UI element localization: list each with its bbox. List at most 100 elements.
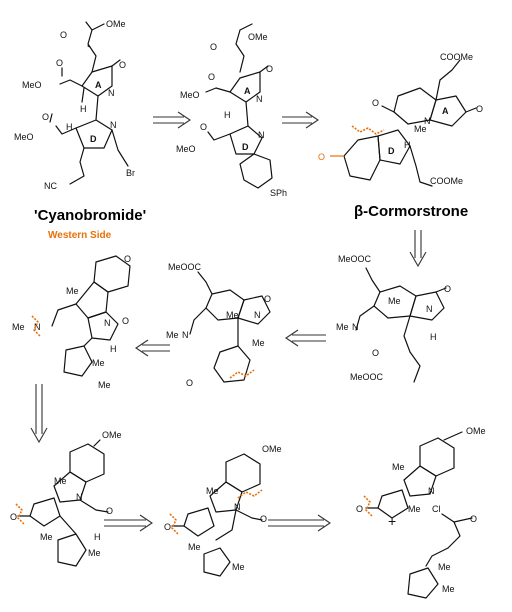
atom-coome: COOMe: [430, 176, 463, 186]
atom-me: Me: [166, 330, 179, 340]
atom-n: N: [182, 330, 189, 340]
atom-me: Me: [66, 286, 79, 296]
retro-arrow-3: [409, 230, 427, 268]
atom-o: O: [476, 104, 483, 114]
atom-h: H: [80, 104, 87, 114]
atom-o: O: [124, 254, 131, 264]
atom-n: N: [258, 130, 265, 140]
atom-h: H: [430, 332, 437, 342]
atom-me: Me: [54, 476, 67, 486]
atom-me: Me: [88, 548, 101, 558]
atom-me: Me: [252, 338, 265, 348]
atom-o: O: [119, 60, 126, 70]
atom-ome: OMe: [262, 444, 282, 454]
atom-o: O: [356, 504, 363, 514]
atom-o: O: [208, 72, 215, 82]
atom-me: Me: [206, 486, 219, 496]
atom-me: Me: [226, 310, 239, 320]
structure-row2-right: MeOOC O N Me Me N O MeOOC H: [336, 254, 451, 383]
atom-o: O: [372, 348, 379, 358]
ring-label-d: D: [388, 146, 395, 156]
atom-meooc: MeOOC: [350, 372, 384, 382]
atom-n: N: [424, 116, 431, 126]
atom-h: H: [66, 122, 73, 132]
retro-arrows: [30, 111, 427, 532]
label-western-side: Western Side: [48, 230, 112, 241]
retro-arrow-6: [30, 384, 48, 444]
atom-n: N: [256, 94, 263, 104]
atom-me: Me: [12, 322, 25, 332]
atom-ome: OMe: [248, 32, 268, 42]
atom-meooc: MeOOC: [338, 254, 372, 264]
atom-o: O: [264, 294, 271, 304]
atom-ome: OMe: [106, 19, 126, 29]
atom-o: O: [372, 98, 379, 108]
atom-me: Me: [408, 504, 421, 514]
atom-me: Me: [188, 542, 201, 552]
atom-o: O: [186, 378, 193, 388]
atom-me: Me: [392, 462, 405, 472]
atom-me: Me: [232, 562, 245, 572]
atom-coome: COOMe: [440, 52, 473, 62]
retro-arrow-2: [282, 111, 319, 129]
structure-cyanobromide: O OMe O A N MeO O H D H N O MeO NC Br: [14, 19, 135, 191]
ring-label-a: A: [244, 86, 251, 96]
atom-o-orange: O: [318, 152, 325, 162]
atom-me: Me: [438, 562, 451, 572]
structure-row3-acyl-chloride: Cl O Me Me: [407, 504, 477, 599]
retro-arrow-8: [268, 514, 331, 532]
atom-n: N: [234, 502, 241, 512]
retro-arrow-1: [153, 111, 191, 129]
atom-sph: SPh: [270, 188, 287, 198]
structure-row3-indolinone: OMe Me N Me O: [356, 426, 486, 519]
atom-o: O: [106, 506, 113, 516]
atom-o: O: [470, 514, 477, 524]
atom-o: O: [210, 42, 217, 52]
label-beta-cormorstrone: β-Cormorstrone: [354, 203, 468, 220]
atom-cl: Cl: [432, 504, 441, 514]
atom-n: N: [426, 304, 433, 314]
atom-n: N: [104, 318, 111, 328]
atom-meo: MeO: [14, 132, 34, 142]
atom-me: Me: [92, 358, 105, 368]
structure-row3-left: OMe Me N O O Me Me H: [10, 430, 122, 567]
structure-beta-cormorstrone: O A N COOMe O Me D H O COOMe β-Cormorstr…: [318, 52, 483, 220]
atom-n: N: [254, 310, 261, 320]
structure-row2-left: O Me N O Me N Me Me H: [12, 254, 131, 390]
atom-o: O: [10, 512, 17, 522]
structure-sph-intermediate: O OMe O A N MeO O H D N MeO O SPh: [176, 23, 287, 198]
atom-n: N: [34, 322, 41, 332]
atom-h: H: [404, 140, 411, 150]
retro-arrow-4: [285, 329, 326, 347]
ring-label-a: A: [442, 106, 449, 116]
atom-o: O: [200, 122, 207, 132]
atom-o: O: [56, 58, 63, 68]
atom-o: O: [266, 64, 273, 74]
atom-meo: MeO: [22, 80, 42, 90]
atom-h: H: [110, 344, 117, 354]
atom-h: H: [224, 110, 231, 120]
atom-meooc: MeOOC: [168, 262, 202, 272]
structure-row3-middle: OMe Me N O O Me Me: [164, 444, 282, 577]
atom-me: Me: [442, 584, 455, 594]
structure-row2-middle: MeOOC O N Me Me N O Me: [166, 262, 271, 388]
atom-n: N: [352, 322, 359, 332]
atom-me: Me: [388, 296, 401, 306]
atom-n: N: [76, 492, 83, 502]
atom-me: Me: [98, 380, 111, 390]
atom-o: O: [164, 522, 171, 532]
atom-n: N: [108, 88, 115, 98]
atom-ome: OMe: [102, 430, 122, 440]
atom-ome: OMe: [466, 426, 486, 436]
ring-label-d: D: [242, 142, 249, 152]
retro-arrow-5: [135, 339, 170, 357]
ring-label-a: A: [95, 80, 102, 90]
atom-me: Me: [336, 322, 349, 332]
atom-meo: MeO: [180, 90, 200, 100]
plus-sign: +: [388, 513, 396, 529]
ring-label-d: D: [90, 134, 97, 144]
atom-meo: MeO: [176, 144, 196, 154]
atom-br: Br: [126, 168, 135, 178]
atom-o: O: [260, 514, 267, 524]
